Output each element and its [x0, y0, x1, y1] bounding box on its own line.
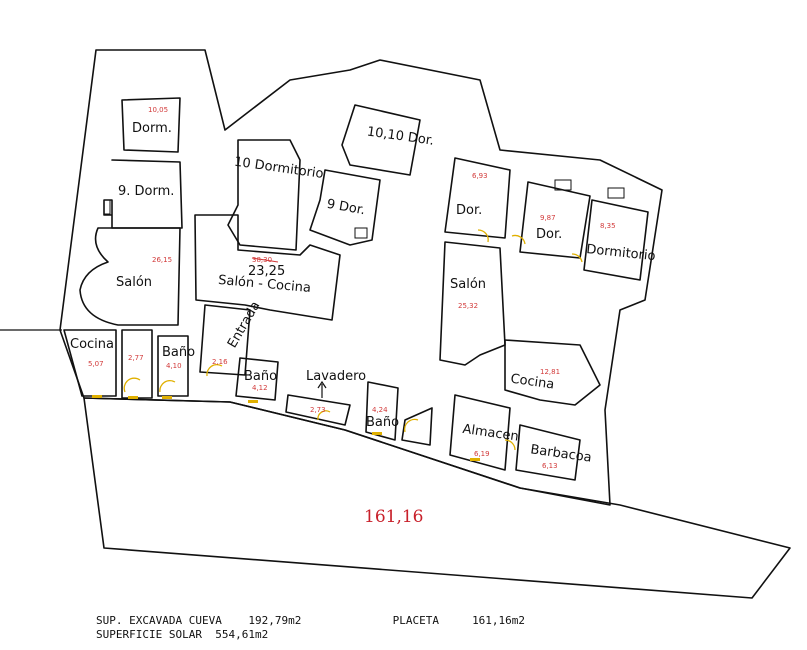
dormitorio-right-wall: [583, 199, 649, 281]
window-mark: [354, 227, 368, 239]
door-arc: [123, 377, 141, 393]
passage-left-wall: [121, 329, 153, 399]
door-arc: [477, 229, 489, 243]
footer-placeta-value: 161,16m2: [472, 614, 526, 627]
label-dorm-left-mid: 9. Dorm.: [118, 184, 174, 199]
almacen-wall: [449, 394, 511, 471]
label-salon-cocina: Salón - Cocina: [218, 273, 312, 296]
placeta-area: 161,16: [364, 507, 423, 527]
area-cocina-left: 5,07: [88, 360, 104, 368]
dor-center-9-wall: [309, 169, 381, 246]
label-entrada: Entrada: [225, 299, 264, 351]
area-bano-right: 4,24: [372, 406, 388, 414]
window-mark: [128, 396, 138, 399]
cocina-right-wall: [504, 339, 601, 406]
area-dorm-top-left: 10,05: [148, 106, 168, 114]
label-bano-center: Baño: [244, 369, 277, 384]
area-salon-cocina: 23,25: [248, 264, 285, 279]
salon-cocina-wall: [194, 214, 341, 321]
bano-right-wall: [365, 381, 399, 441]
label-dorm-top-left: Dorm.: [132, 121, 172, 136]
footer-line-1: SUP. EXCAVADA CUEVA 192,79m2 PLACETA 161…: [96, 614, 525, 627]
label-dor-center-9: 9 Dor.: [326, 197, 367, 218]
label-salon-right: Salón: [450, 277, 486, 292]
area-passage-left: 2,77: [128, 354, 144, 362]
window-mark: [248, 400, 258, 403]
area-bano-center: 4,12: [252, 384, 268, 392]
footer-placeta-label: PLACETA: [392, 614, 439, 627]
dor-center-10-wall: [341, 104, 421, 176]
dormitorio-center-wall: [227, 139, 301, 251]
door-arc: [404, 418, 419, 433]
label-bano-left: Baño: [162, 345, 195, 360]
bano-left-wall: [157, 335, 189, 397]
label-bano-right: Baño: [366, 415, 399, 430]
area-dor-right: 9,87: [540, 214, 556, 222]
area-salon-left: 26,15: [152, 256, 172, 264]
label-dormitorio-right: Dormitorio: [586, 242, 657, 264]
window-mark: [470, 458, 480, 461]
area-dormitorio-right: 8,35: [600, 222, 616, 230]
corridor-center-wall: [401, 407, 433, 446]
footer-solar-value: 554,61m2: [215, 628, 269, 641]
strike-line: [251, 257, 279, 263]
footer-line-2: SUPERFICIE SOLAR 554,61m2: [96, 628, 268, 641]
label-dormitorio-center: 10 Dormitorio: [233, 155, 324, 182]
door-arc: [206, 363, 223, 377]
footer-solar-label: SUPERFICIE SOLAR: [96, 628, 202, 641]
label-salon-left: Salón: [116, 275, 152, 290]
window-mark: [607, 187, 625, 199]
cocina-left-wall: [63, 329, 117, 397]
salon-right-wall: [439, 241, 506, 366]
label-cocina-right: Cocina: [510, 372, 556, 393]
window-mark: [554, 179, 572, 191]
area-entrada: 2,16: [212, 358, 228, 366]
dor-right-small-wall: [444, 157, 511, 239]
window-mark: [103, 199, 111, 215]
area-lavadero: 2,73: [310, 406, 326, 414]
window-mark: [92, 395, 102, 398]
door-arc: [571, 253, 583, 263]
entrada-wall: [199, 304, 251, 376]
cave-outline: [59, 49, 663, 506]
area-barbacoa: 6,13: [542, 462, 558, 470]
label-dor-right: Dor.: [536, 227, 562, 242]
door-arc: [317, 410, 331, 421]
label-barbacoa: Barbacoa: [529, 442, 592, 465]
label-cocina-left: Cocina: [70, 337, 114, 352]
arrow-up-icon: [317, 380, 327, 398]
area-salon-cocina-struck: 38,30: [252, 256, 272, 264]
lavadero-wall: [285, 394, 351, 426]
door-arc: [504, 439, 516, 451]
barbacoa-wall: [515, 424, 581, 481]
window-mark: [372, 432, 382, 435]
placeta-outline: [83, 397, 791, 599]
label-dor-center-10: 10,10 Dor.: [366, 124, 435, 148]
door-arc: [511, 234, 526, 245]
dorm-top-left-wall: [121, 97, 181, 153]
bano-center-wall: [235, 357, 279, 401]
footer-excavated-label: SUP. EXCAVADA CUEVA: [96, 614, 222, 627]
area-cocina-right: 12,81: [540, 368, 560, 376]
area-dor-right-small: 6,93: [472, 172, 488, 180]
area-bano-left: 4,10: [166, 362, 182, 370]
area-salon-right: 25,32: [458, 302, 478, 310]
footer-excavated-value: 192,79m2: [248, 614, 302, 627]
door-arc: [159, 379, 176, 393]
label-lavadero: Lavadero: [306, 369, 366, 384]
salon-left-wall: [79, 227, 181, 326]
floor-plan: 10,05 Dorm. 9. Dorm. 26,15 Salón Cocina …: [0, 49, 791, 599]
window-mark: [162, 396, 172, 399]
area-almacen: 6,19: [474, 450, 490, 458]
label-dor-right-small: Dor.: [456, 203, 482, 218]
label-almacen: Almacen: [462, 422, 520, 445]
